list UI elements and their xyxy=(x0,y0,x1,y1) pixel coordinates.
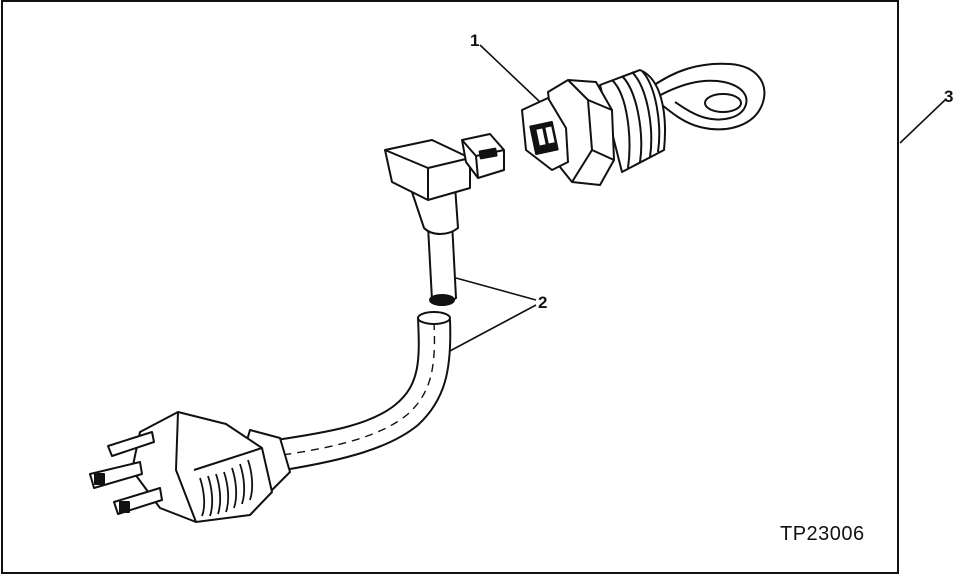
figure-id: TP23006 xyxy=(780,523,865,545)
leader-3 xyxy=(900,100,945,143)
plug-prong-top xyxy=(108,432,154,456)
leader-1 xyxy=(480,45,540,102)
figure-frame xyxy=(2,1,898,573)
plug-ribs xyxy=(200,460,252,516)
cord-connector xyxy=(385,134,504,305)
leader-2b xyxy=(448,305,536,352)
callout-3: 3 xyxy=(944,87,954,106)
loop-hole xyxy=(705,94,741,112)
leader-lines xyxy=(448,45,945,352)
callout-2: 2 xyxy=(538,293,548,312)
leader-2a xyxy=(456,278,536,300)
cord-with-plug xyxy=(90,312,450,522)
callout-1: 1 xyxy=(470,31,480,50)
block-heater-element xyxy=(522,64,764,185)
